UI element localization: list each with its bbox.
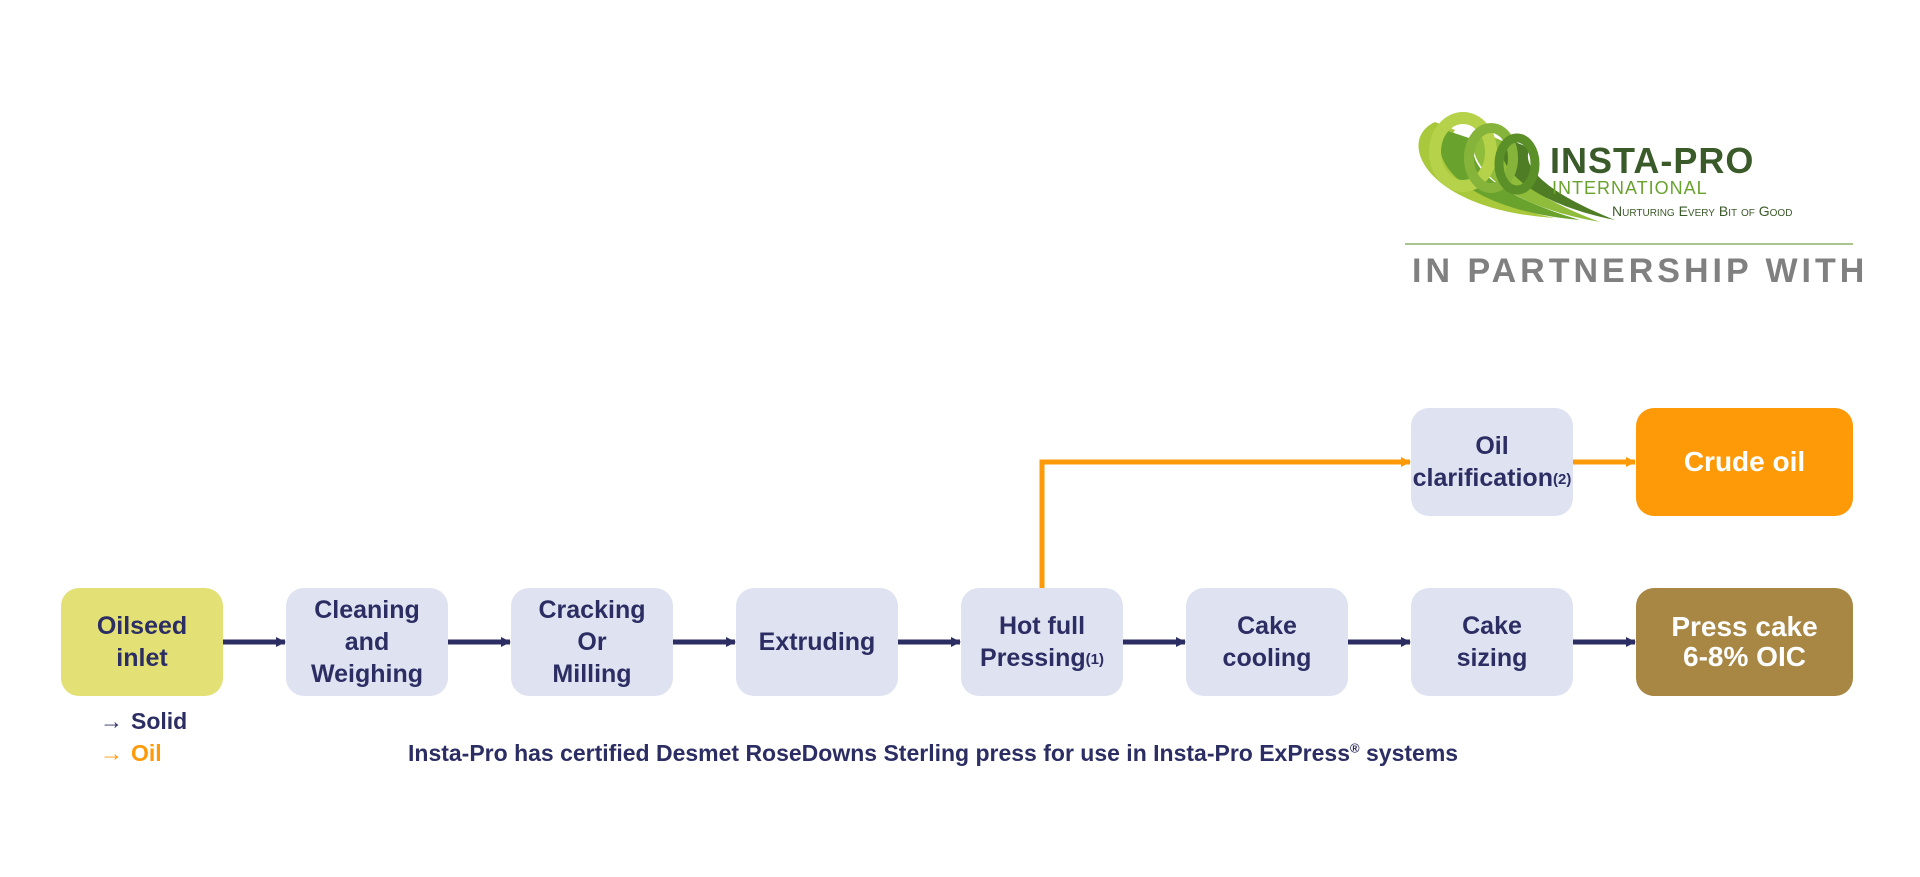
legend-label: Oil [131, 740, 162, 766]
node-cake-sizing: Cake sizing [1411, 588, 1573, 696]
node-line-with-sup: Pressing(1) [980, 642, 1104, 674]
node-cake-cooling: Cake cooling [1186, 588, 1348, 696]
node-line: clarification [1412, 464, 1553, 492]
legend-solid: → Solid [100, 708, 187, 735]
node-line: Milling [552, 660, 632, 688]
arrow-pressing-clarification [1039, 457, 1411, 588]
node-hot-full-pressing: Hot full Pressing(1) [961, 588, 1123, 696]
node-line: 6-8% OIC [1683, 641, 1806, 672]
arrow-right-icon: → [100, 740, 123, 766]
node-line: Oil [1475, 432, 1509, 460]
partnership-text: IN PARTNERSHIP WITH [1412, 252, 1869, 290]
node-line: Or [577, 628, 607, 656]
node-line: Cracking [538, 596, 646, 624]
logo-divider [1405, 243, 1853, 245]
brand-subtitle: INTERNATIONAL [1552, 178, 1708, 198]
swoosh-logo-icon [1418, 112, 1615, 222]
footnote-marker: (2) [1552, 471, 1572, 488]
node-line: Press cake [1671, 611, 1818, 642]
node-line: Cake [1462, 612, 1522, 640]
legend-oil: → Oil [100, 740, 162, 767]
node-line: Oilseed [96, 612, 188, 640]
node-cleaning-weighing: Cleaning and Weighing [286, 588, 448, 696]
node-extruding: Extruding [736, 588, 898, 696]
node-line: inlet [116, 644, 168, 672]
node-line-with-sup: clarification(2) [1413, 462, 1572, 494]
node-cracking-milling: Cracking Or Milling [511, 588, 673, 696]
node-oil-clarification: Oil clarification(2) [1411, 408, 1573, 516]
registered-mark: ® [1350, 740, 1360, 756]
node-oilseed-inlet: Oilseed inlet [61, 588, 223, 696]
node-crude-oil: Crude oil [1636, 408, 1853, 516]
node-line: Weighing [310, 660, 424, 688]
brand-name: INSTA-PRO [1550, 140, 1755, 181]
node-line: Pressing [980, 644, 1086, 672]
brand-tagline: Nurturing Every Bit of Good [1612, 203, 1793, 219]
node-press-cake: Press cake 6-8% OIC [1636, 588, 1853, 696]
certification-note: Insta-Pro has certified Desmet RoseDowns… [408, 740, 1458, 767]
legend-label: Solid [131, 708, 188, 734]
node-line: Extruding [758, 628, 876, 656]
node-line: Cleaning [314, 596, 420, 624]
node-line: and [344, 628, 390, 656]
node-line: sizing [1456, 644, 1528, 672]
note-text: Insta-Pro has certified Desmet RoseDowns… [408, 740, 1351, 766]
note-text-end: systems [1359, 740, 1459, 766]
node-line: Hot full [998, 612, 1086, 640]
node-line: cooling [1222, 644, 1312, 672]
node-line: Crude oil [1683, 446, 1806, 477]
node-line: Cake [1237, 612, 1297, 640]
footnote-marker: (1) [1085, 651, 1104, 668]
arrow-right-icon: → [100, 708, 123, 734]
